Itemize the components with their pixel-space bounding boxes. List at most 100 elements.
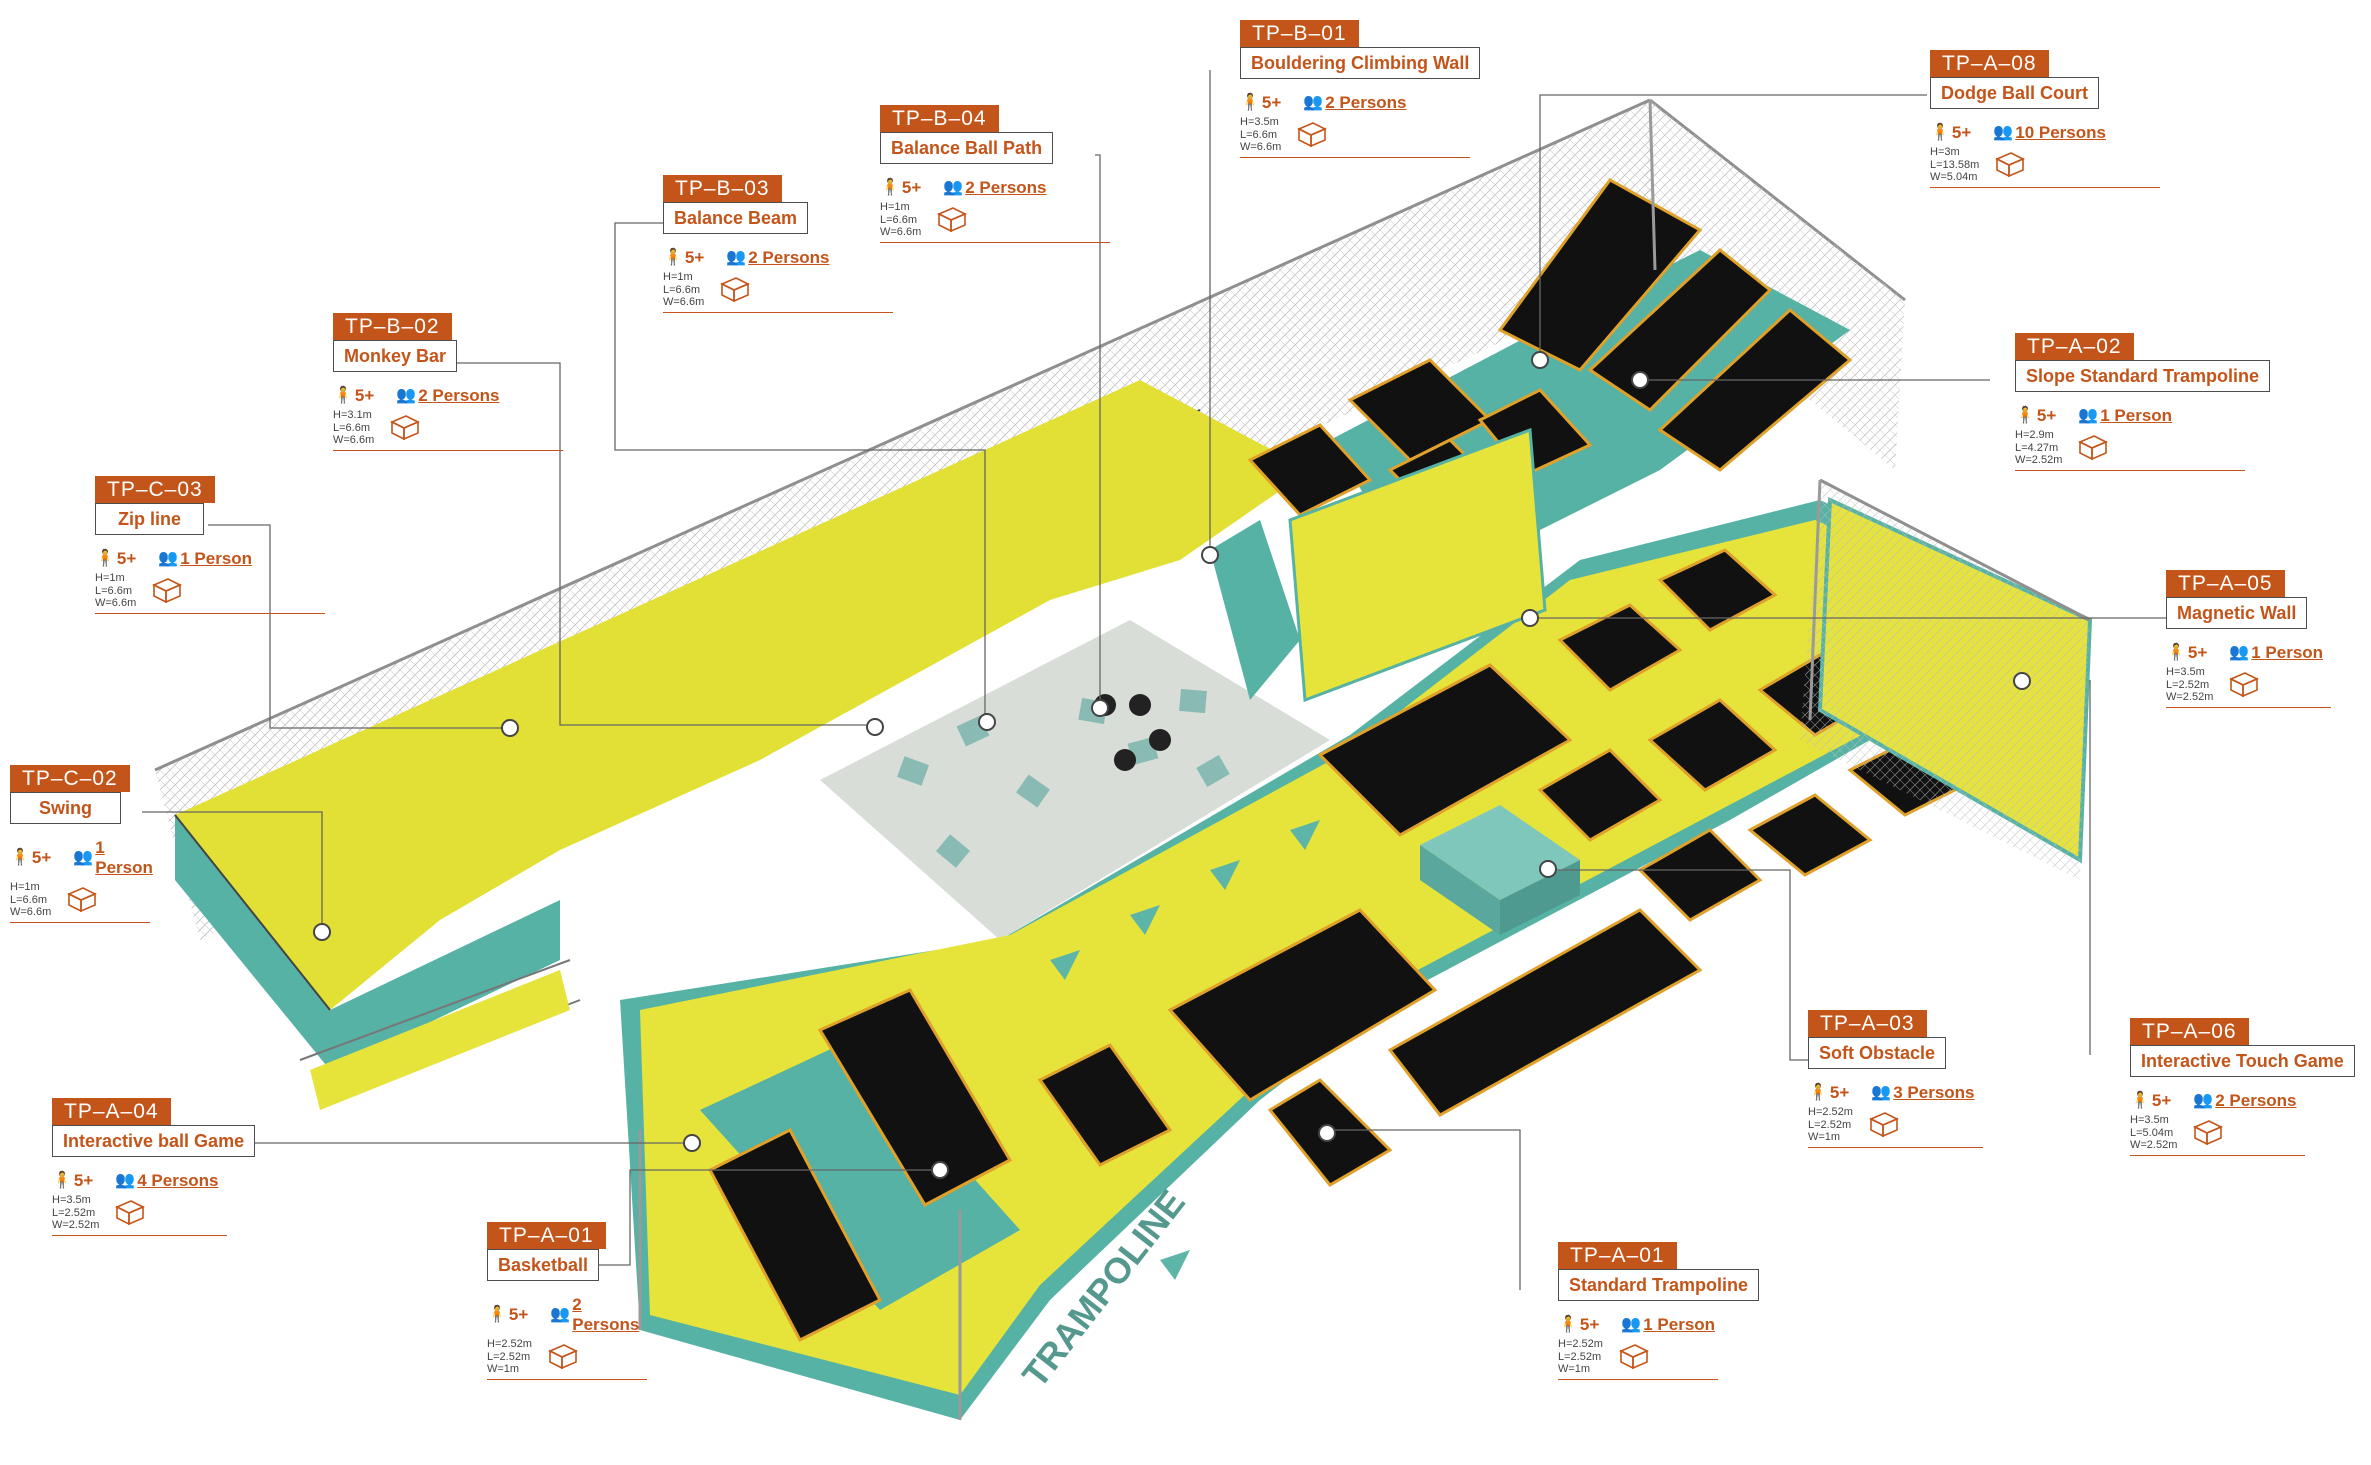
group-icon: 👥 <box>1871 1084 1892 1101</box>
item-name: Interactive Touch Game <box>2130 1045 2355 1077</box>
group-icon: 👥 <box>943 179 964 196</box>
child-icon: 🧍 <box>52 1172 72 1189</box>
item-code: TP–C–02 <box>10 765 130 792</box>
box-icon <box>1617 1341 1651 1374</box>
persons-label: 2 Persons <box>748 248 830 267</box>
item-card: TP–A–01 Basketball 🧍5+👥2 Persons H=2.52m… <box>487 1222 727 1380</box>
child-icon: 🧍 <box>2166 644 2186 661</box>
persons-label: 2 Persons <box>2215 1091 2297 1110</box>
right-net-wall <box>1640 100 1905 470</box>
child-icon: 🧍 <box>487 1306 507 1323</box>
age-label: 5+ <box>2151 1091 2172 1110</box>
box-icon <box>65 884 99 917</box>
item-name: Balance Ball Path <box>880 132 1054 164</box>
basketball-zone <box>700 1040 1020 1310</box>
persons-label: 1 Person <box>180 549 253 568</box>
age-label: 5+ <box>1829 1083 1850 1102</box>
group-icon: 👥 <box>726 249 747 266</box>
persons-label: 1 Person <box>2251 643 2324 662</box>
age-label: 5+ <box>1261 93 1282 112</box>
callout-markers <box>313 351 2031 1179</box>
age-label: 5+ <box>73 1171 94 1190</box>
item-name: Magnetic Wall <box>2166 597 2308 629</box>
item-name: Balance Beam <box>663 202 809 234</box>
item-name: Standard Trampoline <box>1558 1269 1760 1301</box>
child-icon: 🧍 <box>1558 1316 1578 1333</box>
child-icon: 🧍 <box>10 849 30 866</box>
item-card: TP–A–03 Soft Obstacle 🧍5+👥3 Persons H=2.… <box>1808 1010 2048 1148</box>
box-icon <box>1993 149 2027 182</box>
left-wing-floor <box>175 380 1310 1010</box>
age-label: 5+ <box>354 386 375 405</box>
child-icon: 🧍 <box>880 179 900 196</box>
item-code: TP–B–01 <box>1240 20 1359 47</box>
child-icon: 🧍 <box>1930 124 1950 141</box>
item-code: TP–A–01 <box>487 1222 606 1249</box>
item-code: TP–A–08 <box>1930 50 2049 77</box>
item-code: TP–A–01 <box>1558 1242 1677 1269</box>
persons-label: 2 Persons <box>418 386 500 405</box>
group-icon: 👥 <box>158 550 179 567</box>
group-icon: 👥 <box>115 1172 136 1189</box>
age-label: 5+ <box>508 1305 529 1324</box>
child-icon: 🧍 <box>1808 1084 1828 1101</box>
box-icon <box>546 1341 580 1374</box>
box-icon <box>2191 1117 2225 1150</box>
age-label: 5+ <box>116 549 137 568</box>
item-name: Interactive ball Game <box>52 1125 256 1157</box>
item-card: TP–B–01 Bouldering Climbing Wall 🧍5+👥2 P… <box>1240 20 1481 158</box>
persons-label: 1 Person <box>95 838 153 877</box>
group-icon: 👥 <box>73 849 94 866</box>
child-icon: 🧍 <box>95 550 115 567</box>
box-icon <box>150 575 184 608</box>
child-icon: 🧍 <box>2015 407 2035 424</box>
age-label: 5+ <box>684 248 705 267</box>
box-icon <box>2227 669 2261 702</box>
box-icon <box>2076 432 2110 465</box>
item-card: TP–A–05 Magnetic Wall 🧍5+👥1 Person H=3.5… <box>2166 570 2371 708</box>
soft-obstacle-block <box>1420 805 1580 900</box>
item-code: TP–A–03 <box>1808 1010 1927 1037</box>
item-name: Swing <box>10 792 121 824</box>
item-card: TP–A–06 Interactive Touch Game 🧍5+👥2 Per… <box>2130 1018 2370 1156</box>
item-card: TP–B–04 Balance Ball Path 🧍5+👥2 Persons … <box>880 105 1120 243</box>
item-card: TP–A–08 Dodge Ball Court 🧍5+👥10 Persons … <box>1930 50 2170 188</box>
age-label: 5+ <box>2036 406 2057 425</box>
item-name: Slope Standard Trampoline <box>2015 360 2271 392</box>
item-code: TP–A–06 <box>2130 1018 2249 1045</box>
persons-label: 1 Person <box>1643 1315 1716 1334</box>
persons-label: 4 Persons <box>137 1171 219 1190</box>
item-card: TP–A–04 Interactive ball Game 🧍5+ 👥4 Pers… <box>52 1098 292 1236</box>
item-name: Basketball <box>487 1249 600 1281</box>
left-wing-base <box>175 815 330 1070</box>
box-icon <box>113 1197 147 1230</box>
item-code: TP–A–04 <box>52 1098 171 1125</box>
group-icon: 👥 <box>396 387 417 404</box>
item-name: Soft Obstacle <box>1808 1037 1947 1069</box>
age-label: 5+ <box>1951 123 1972 142</box>
